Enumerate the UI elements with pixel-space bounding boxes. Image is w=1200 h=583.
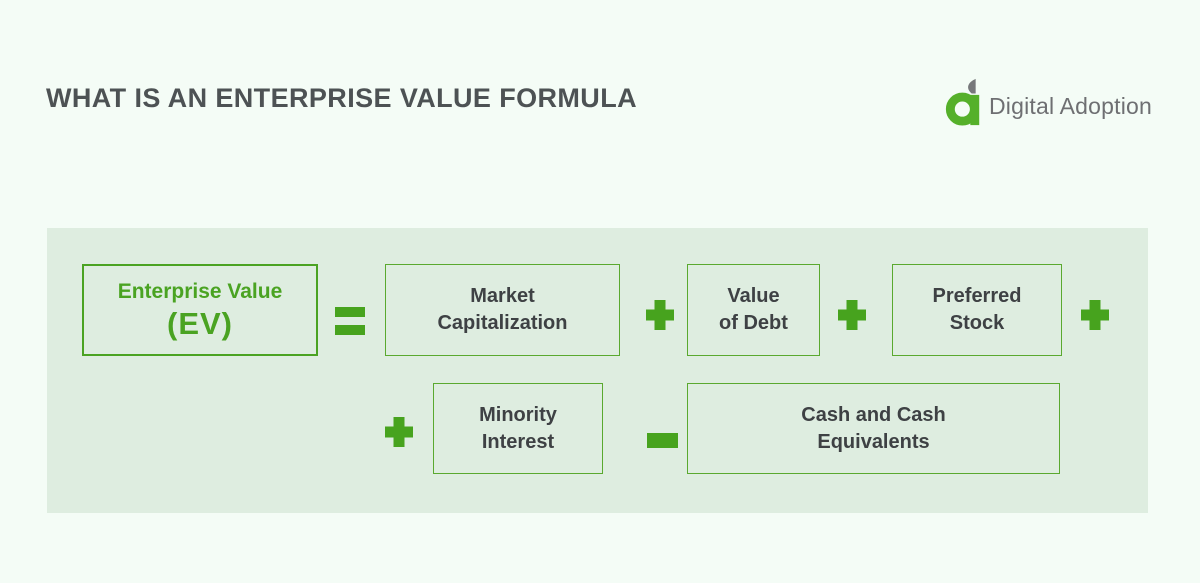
term-box-cash-and-cash-equivalents: Cash and Cash Equivalents	[687, 383, 1060, 474]
minus-operator-icon	[647, 433, 678, 448]
enterprise-value-box: Enterprise Value (EV)	[82, 264, 318, 356]
brand-name: Digital Adoption	[988, 92, 1152, 119]
term-label: Interest	[481, 430, 555, 453]
term-box-market-capitalization: Market Capitalization	[385, 264, 620, 356]
formula-panel: Enterprise Value (EV) Market Capitalizat…	[47, 228, 1148, 513]
term-label: Market	[470, 285, 535, 307]
enterprise-value-label: Enterprise Value	[117, 280, 283, 303]
term-box-value-of-debt: Value of Debt	[687, 264, 820, 356]
ev-abbreviation-label: (EV)	[167, 306, 233, 341]
term-box-preferred-stock: Preferred Stock	[892, 264, 1062, 356]
term-box-minority-interest: Minority Interest	[433, 383, 603, 474]
plus-operator-icon	[385, 417, 413, 447]
equals-operator-icon	[335, 307, 365, 335]
plus-operator-icon	[1081, 300, 1109, 330]
brand-logo: Digital Adoption	[943, 78, 1152, 126]
term-label: Stock	[949, 312, 1005, 334]
plus-operator-icon	[646, 300, 674, 330]
term-label: Preferred	[932, 285, 1022, 307]
term-label: Value	[727, 285, 780, 307]
plus-operator-icon	[838, 300, 866, 330]
term-label: of Debt	[719, 312, 788, 334]
term-label: Capitalization	[437, 312, 568, 334]
term-label: Cash and Cash	[801, 403, 946, 426]
term-label: Minority	[479, 403, 557, 426]
term-label: Equivalents	[817, 430, 930, 453]
page-title: WHAT IS AN ENTERPRISE VALUE FORMULA	[46, 83, 637, 113]
digital-adoption-logo-icon	[945, 78, 980, 126]
